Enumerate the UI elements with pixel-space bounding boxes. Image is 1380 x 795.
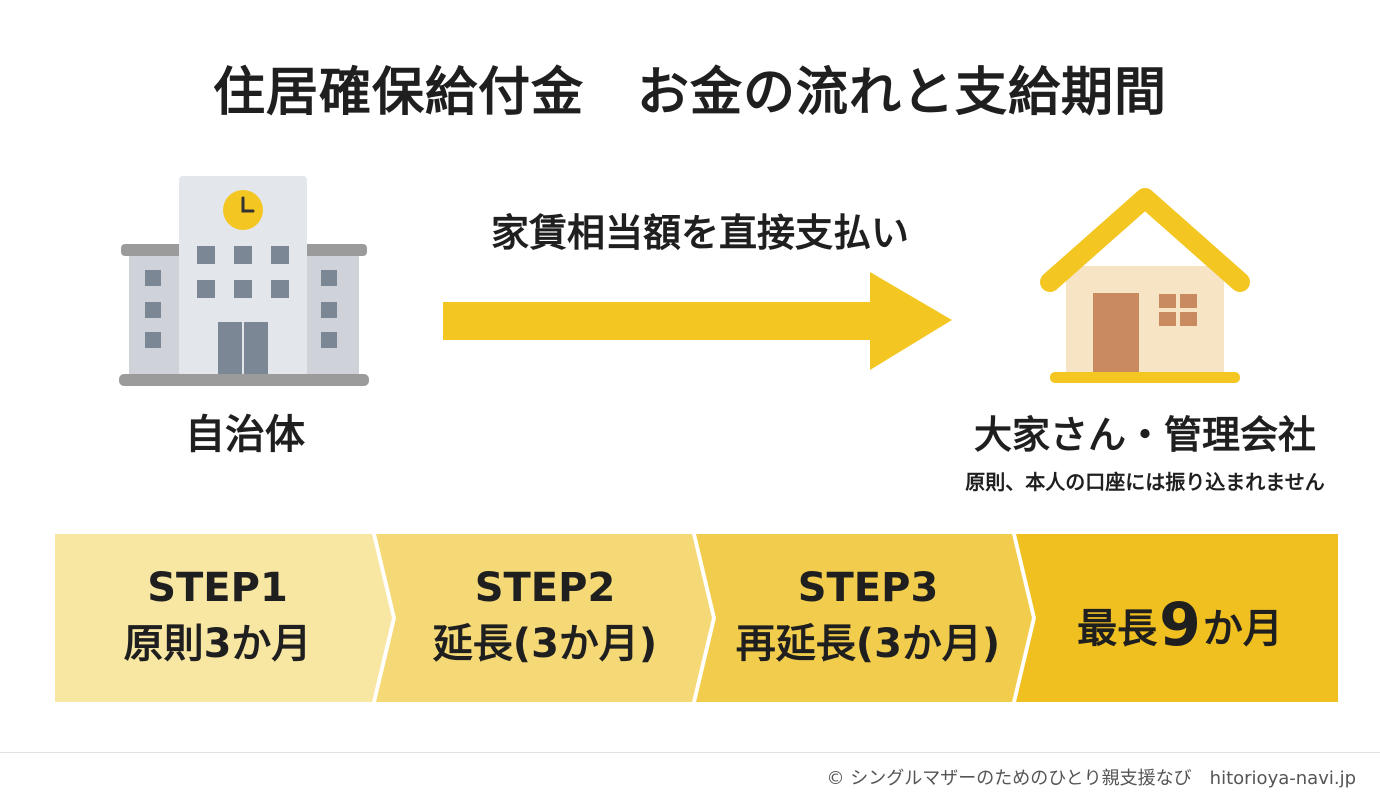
- step1-chevron: [55, 534, 392, 702]
- clock-icon: [223, 190, 263, 230]
- landlord-label: 大家さん・管理会社: [973, 413, 1316, 457]
- max-period-suffix: か月: [1202, 606, 1283, 652]
- step3-number: STEP3: [797, 565, 939, 611]
- step2-number: STEP2: [474, 565, 616, 611]
- step2-chevron: [376, 534, 712, 702]
- city-label: 自治体: [185, 412, 305, 458]
- payment-flow-label: 家賃相当額を直接支払い: [490, 211, 909, 255]
- step1-text: STEP1 原則3か月: [85, 560, 350, 690]
- payment-note: 原則、本人の口座には振り込まれません: [965, 470, 1325, 494]
- max-period: 最長 9 か月: [1030, 560, 1330, 690]
- step1-duration: 原則3か月: [123, 621, 312, 667]
- city-hall-building-icon: [119, 176, 369, 386]
- step1-number: STEP1: [147, 565, 288, 611]
- house-icon: [1040, 188, 1250, 383]
- max-period-prefix: 最長: [1077, 606, 1158, 652]
- step3-chevron: [696, 534, 1032, 702]
- footer-divider: [0, 752, 1380, 753]
- page-title: 住居確保給付金 お金の流れと支給期間: [212, 63, 1167, 123]
- step-bar: [55, 534, 1338, 702]
- step3-duration: 再延長(3か月): [735, 621, 1001, 667]
- footer-credit: © シングルマザーのためのひとり親支援なび hitorioya-navi.jp: [826, 768, 1357, 789]
- final-chevron: [1016, 534, 1338, 702]
- step2-text: STEP2 延長(3か月): [405, 560, 685, 690]
- max-period-number: 9: [1159, 590, 1201, 660]
- right-arrow-icon: [443, 272, 952, 370]
- step3-text: STEP3 再延長(3か月): [722, 560, 1014, 690]
- step2-duration: 延長(3か月): [432, 621, 658, 667]
